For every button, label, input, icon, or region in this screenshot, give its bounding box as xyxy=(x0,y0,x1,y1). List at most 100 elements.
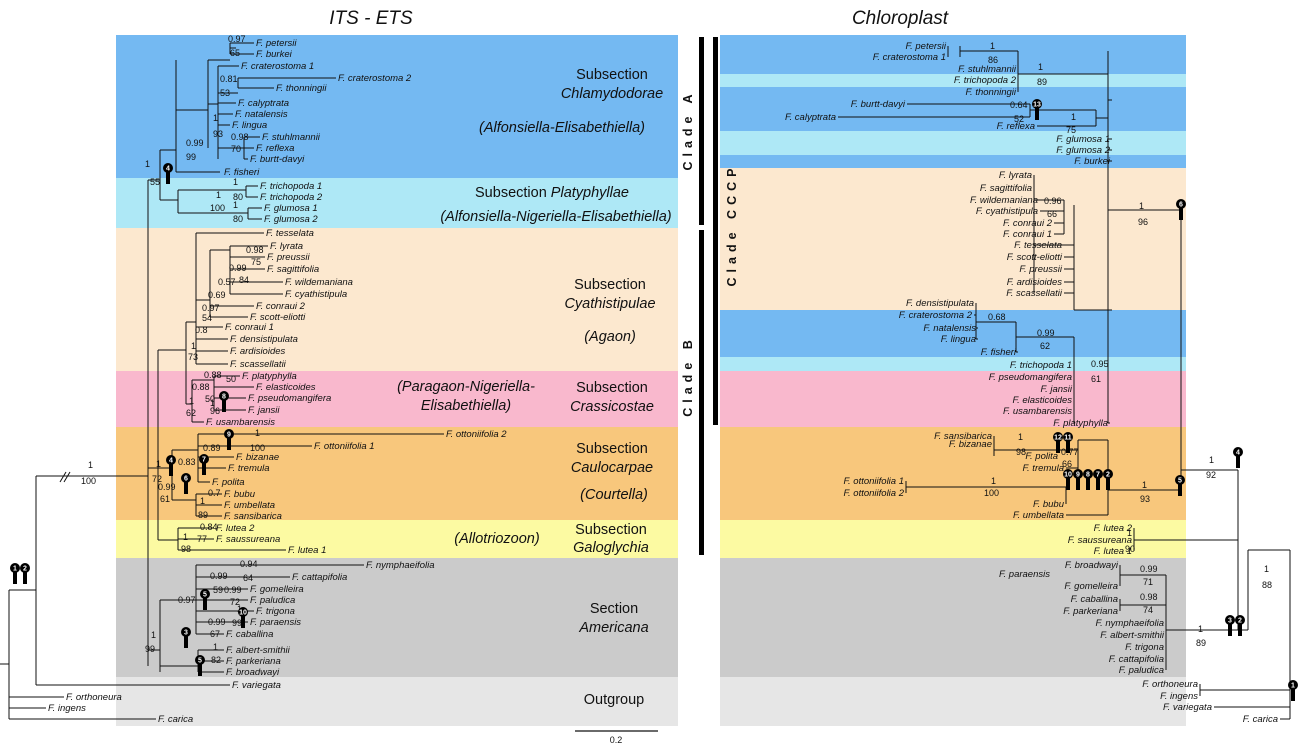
right-taxon-label: F. saussureana xyxy=(1068,535,1132,546)
right-taxon-label: F. lyrata xyxy=(999,170,1032,181)
marker-circle xyxy=(1093,469,1103,479)
left-taxon-label: F. fisheri xyxy=(224,167,260,178)
band-right-yellow xyxy=(720,520,1186,558)
marker-number: 3 xyxy=(184,630,188,637)
left-support-value: 75 xyxy=(251,257,261,267)
left-support-value: 84 xyxy=(239,275,249,285)
left-support-value: 0.57 xyxy=(218,277,236,287)
right-support-value: 66 xyxy=(1047,209,1057,219)
marker-circle xyxy=(1175,475,1185,485)
right-support-value: 1 xyxy=(1198,624,1203,634)
left-support-value: 99 xyxy=(232,618,242,628)
marker-circle xyxy=(1235,615,1245,625)
left-taxon-label: F. bubu xyxy=(224,489,256,500)
left-taxon-label: F. carica xyxy=(158,714,193,725)
right-taxon-label: F. fisheri xyxy=(981,347,1017,358)
marker-number: 8 xyxy=(1086,472,1090,479)
left-taxon-label: F. glumosa 1 xyxy=(264,203,318,214)
marker-bar xyxy=(166,168,170,184)
left-support-value: 1 xyxy=(156,459,161,469)
right-support-value: 92 xyxy=(1206,470,1216,480)
left-taxon-label: F. umbellata xyxy=(224,500,275,511)
left-taxon-label: F. stuhlmannii xyxy=(262,132,321,143)
marker-bar xyxy=(1056,437,1060,453)
right-support-value: 100 xyxy=(984,488,999,498)
left-taxon-label: F. bizanae xyxy=(236,452,279,463)
marker-3: 3 xyxy=(1225,615,1235,636)
marker-circle xyxy=(1103,469,1113,479)
marker-number: 5 xyxy=(203,592,207,599)
marker-4: 4 xyxy=(166,455,176,476)
marker-number: 10 xyxy=(1064,472,1072,479)
marker-circle xyxy=(1233,447,1243,457)
marker-circle xyxy=(181,627,191,637)
marker-5: 5 xyxy=(1175,475,1185,496)
marker-9: 9 xyxy=(224,429,234,450)
right-taxon-label: F. umbellata xyxy=(1013,510,1064,521)
right-support-value: 1 xyxy=(991,476,996,486)
marker-number: 1 xyxy=(13,566,17,573)
marker-bar xyxy=(1178,480,1182,496)
left-taxon-label: F. nymphaeifolia xyxy=(366,560,434,571)
right-taxon-label: F. ottoniifolia 2 xyxy=(843,488,904,499)
clade-ccp-bar xyxy=(713,37,718,425)
crassicostae-label-2: Crassicostae xyxy=(570,399,654,415)
left-support-value: 73 xyxy=(188,352,198,362)
band-right-blue xyxy=(720,87,1186,131)
marker-bar xyxy=(1086,474,1090,490)
left-taxon-label: F. lutea 1 xyxy=(288,545,326,556)
right-support-value: 66 xyxy=(1062,459,1072,469)
right-taxon-label: F. craterostoma 1 xyxy=(873,52,946,63)
marker-bar xyxy=(1096,474,1100,490)
crassicostae-label-3: (Paragaon-Nigeriella- xyxy=(397,379,535,395)
marker-bar xyxy=(23,568,27,584)
left-support-value: 70 xyxy=(231,144,241,154)
right-taxon-label: F. pseudomangifera xyxy=(989,372,1072,383)
right-taxon-label: F. ottoniifolia 1 xyxy=(843,476,904,487)
right-taxon-label: F. variegata xyxy=(1163,702,1212,713)
marker-bar xyxy=(227,434,231,450)
left-support-value: 1 xyxy=(216,190,221,200)
left-support-value: 100 xyxy=(81,476,96,486)
right-taxon-label: F. usambarensis xyxy=(1003,406,1072,417)
marker-number: 5 xyxy=(1178,478,1182,485)
marker-4: 4 xyxy=(163,163,173,184)
left-support-value: 0.97 xyxy=(228,34,246,44)
left-taxon-label: F. ingens xyxy=(48,703,86,714)
marker-4: 4 xyxy=(1233,447,1243,468)
left-support-value: 0.7 xyxy=(208,488,221,498)
left-support-value: 1 xyxy=(200,496,205,506)
right-taxon-label: F. stuhlmannii xyxy=(958,64,1017,75)
left-taxon-label: F. sansibarica xyxy=(224,511,282,522)
left-taxon-label: F. tremula xyxy=(228,463,270,474)
caulocarpae-label-2: Caulocarpae xyxy=(571,460,653,476)
left-panel-title: ITS - ETS xyxy=(329,8,413,29)
left-support-value: 53 xyxy=(220,88,230,98)
right-taxon-label: F. orthoneura xyxy=(1142,679,1198,690)
left-taxon-label: F. gomelleira xyxy=(250,584,304,595)
left-support-value: 72 xyxy=(230,597,240,607)
right-support-value: 89 xyxy=(1037,77,1047,87)
left-support-value: 0.97 xyxy=(178,595,196,605)
right-support-value: 71 xyxy=(1143,577,1153,587)
clade-bars: Clade A Clade B Clade CCCP xyxy=(681,37,739,555)
group-labels: Subsection Chlamydodorae (Alfonsiella-El… xyxy=(397,67,672,708)
left-taxon-label: F. saussureana xyxy=(216,534,280,545)
left-support-value: 77 xyxy=(197,534,207,544)
marker-bar xyxy=(1066,474,1070,490)
marker-number: 1 xyxy=(1291,683,1295,690)
left-support-value: 99 xyxy=(186,152,196,162)
left-taxon-label: F. glumosa 2 xyxy=(264,214,318,225)
tree-branches xyxy=(0,42,1291,720)
marker-circle xyxy=(163,163,173,173)
left-support-value: 0.99 xyxy=(210,571,228,581)
left-support-value: 50 xyxy=(226,374,236,384)
right-support-value: 1 xyxy=(1127,528,1132,538)
left-support-value: 0.89 xyxy=(203,443,221,453)
right-taxon-label: F. carica xyxy=(1243,714,1278,725)
marker-circle xyxy=(219,391,229,401)
marker-number: 13 xyxy=(1033,102,1041,109)
marker-6: 6 xyxy=(1176,199,1186,220)
left-support-value: 0.88 xyxy=(204,370,222,380)
